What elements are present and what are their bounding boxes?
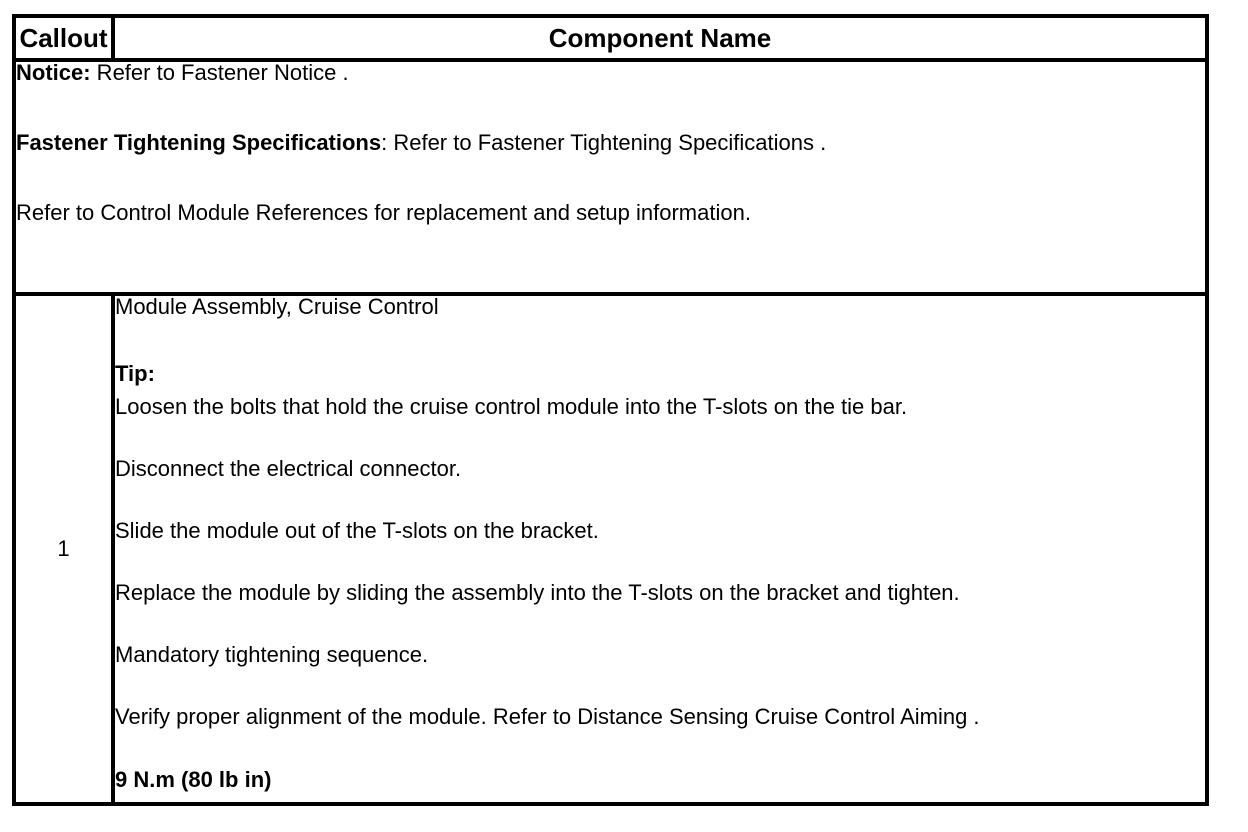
tightening-specifications-label: Fastener Tightening Specifications (16, 130, 382, 155)
notice-row: Notice: Refer to Fastener Notice . Faste… (12, 58, 1209, 296)
notice-cell: Notice: Refer to Fastener Notice . Faste… (12, 58, 1209, 296)
tip-item: Verify proper alignment of the module. R… (115, 704, 980, 729)
tip-item: Mandatory tightening sequence. (115, 642, 429, 667)
torque-specification: 9 N.m (80 lb in) (115, 767, 272, 792)
component-description-cell: Module Assembly, Cruise Control Tip: Loo… (111, 292, 1209, 806)
callout-number: 1 (12, 292, 115, 806)
tip-item: Slide the module out of the T-slots on t… (115, 518, 599, 543)
table-row: 1 Module Assembly, Cruise Control Tip: L… (12, 292, 1209, 806)
control-module-references-paragraph: Refer to Control Module References for r… (16, 200, 751, 225)
tip-item: Loosen the bolts that hold the cruise co… (115, 394, 908, 419)
tightening-specifications-text: : Refer to Fastener Tightening Specifica… (381, 130, 827, 155)
tip-label: Tip: (115, 361, 155, 386)
component-table: Callout Component Name Notice: Refer to … (12, 14, 1209, 806)
tip-item: Replace the module by sliding the assemb… (115, 580, 960, 605)
callout-column-header: Callout (12, 14, 115, 62)
notice-text: Refer to Fastener Notice . (90, 60, 349, 85)
component-name-column-header: Component Name (111, 14, 1209, 62)
notice-label: Notice: (16, 60, 91, 85)
tip-item: Disconnect the electrical connector. (115, 456, 462, 481)
tightening-specifications-paragraph: Fastener Tightening Specifications: Refe… (16, 132, 1205, 154)
table-header-row: Callout Component Name (12, 14, 1209, 62)
component-name: Module Assembly, Cruise Control (115, 294, 439, 319)
fastener-notice-paragraph: Notice: Refer to Fastener Notice . (16, 62, 1205, 84)
